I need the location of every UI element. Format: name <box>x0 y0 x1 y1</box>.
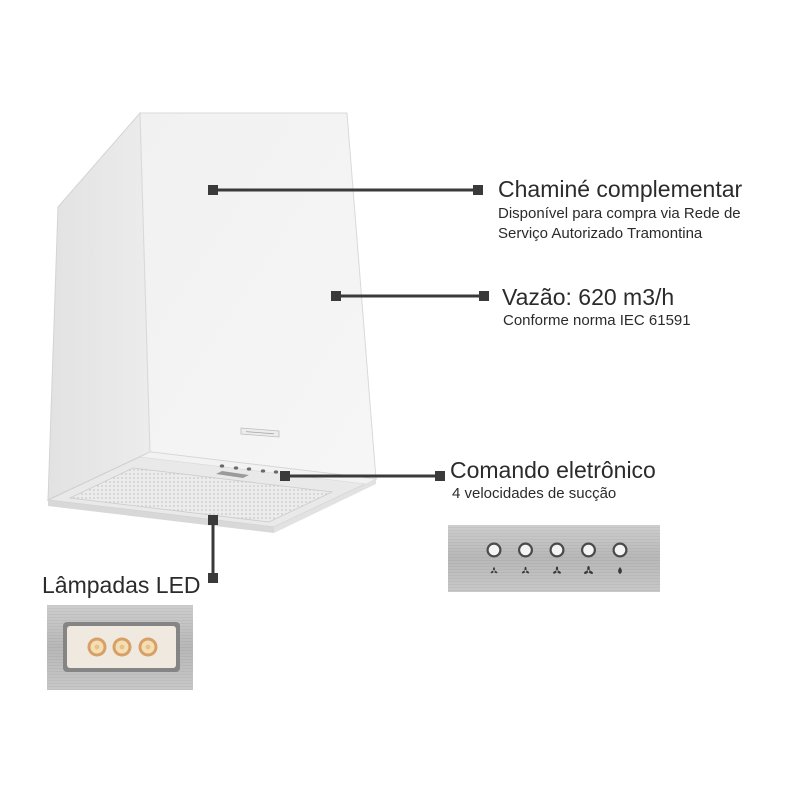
hood-button <box>260 469 266 473</box>
fan-speed-1-icon <box>490 567 498 574</box>
callout-start-marker <box>280 471 290 481</box>
leds-title: Lâmpadas LED <box>42 572 201 598</box>
callout-end-marker <box>208 573 218 583</box>
control-title: Comando eletrônico <box>450 457 656 483</box>
callout-start-marker <box>208 515 218 525</box>
callout-leds <box>208 515 218 583</box>
led-lamp <box>112 637 132 657</box>
airflow-title: Vazão: 620 m3/h <box>502 284 675 310</box>
control-note: 4 velocidades de sucção <box>452 485 617 502</box>
range-hood <box>46 111 378 533</box>
control-panel-photo <box>448 525 660 592</box>
callout-control <box>280 471 445 481</box>
chimney-note-line1: Disponível para compra via Rede de <box>498 205 741 222</box>
control-button <box>612 542 628 574</box>
light-icon <box>618 567 622 574</box>
hood-button <box>246 467 252 471</box>
control-panel-buttons <box>486 542 628 574</box>
steel-brushing <box>448 525 660 592</box>
chimney-note-line2: Serviço Autorizado Tramontina <box>498 225 703 242</box>
button-face <box>488 544 500 556</box>
fan-turbo-icon <box>584 565 593 574</box>
button-face <box>520 544 531 556</box>
hood-button <box>273 470 279 474</box>
callout-airflow <box>331 291 489 301</box>
callout-start-marker <box>208 185 218 195</box>
callout-chimney <box>208 185 483 195</box>
fan-speed-2-icon <box>521 566 530 574</box>
callout-start-marker <box>331 291 341 301</box>
hood-side-face <box>47 111 151 501</box>
brand-plate-mark <box>245 431 275 435</box>
led-lamp <box>87 637 107 657</box>
callout-end-marker <box>479 291 489 301</box>
button-face <box>614 544 626 556</box>
button-face <box>551 544 563 556</box>
hood-buttons <box>219 464 279 474</box>
airflow-note: Conforme norma IEC 61591 <box>503 312 691 329</box>
hood-button <box>233 466 239 470</box>
button-face <box>583 544 594 556</box>
chimney-title: Chaminé complementar <box>498 176 743 202</box>
hood-display <box>216 471 249 478</box>
callout-end-marker <box>435 471 445 481</box>
callout-end-marker <box>473 185 483 195</box>
led-lamp <box>138 637 158 657</box>
hood-right-lip <box>274 479 376 533</box>
led-lamps-photo <box>47 605 193 690</box>
fan-speed-3-icon <box>553 566 561 574</box>
hood-button <box>219 464 225 468</box>
control-button <box>486 542 502 574</box>
control-button <box>549 542 565 574</box>
control-button <box>518 542 533 574</box>
grease-filter-mesh <box>68 467 334 523</box>
control-button <box>581 542 596 574</box>
